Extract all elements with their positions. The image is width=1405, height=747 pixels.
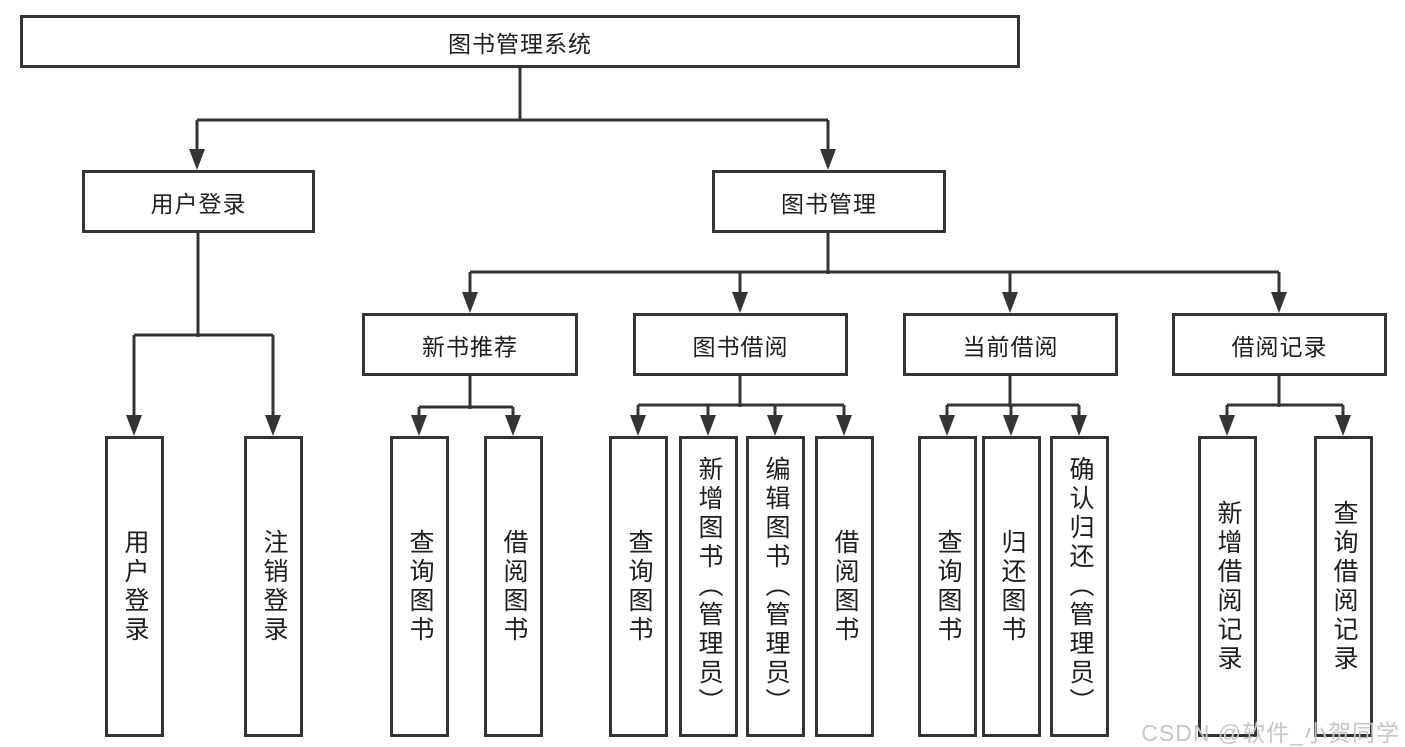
leaf-label: 查询借阅记录	[1330, 499, 1358, 674]
arrow-down-icon	[820, 149, 836, 170]
arrow-down-icon	[1335, 415, 1351, 436]
arrow-down-icon	[630, 415, 646, 436]
leaf-confirm-return-admin: 确认归还（管理员）	[1050, 436, 1109, 737]
connector-root-split	[189, 67, 836, 170]
node-label: 图书借阅	[692, 333, 789, 360]
leaf-query-books-1: 查询图书	[390, 436, 449, 737]
arrow-down-icon	[939, 415, 955, 436]
leaf-return-book: 归还图书	[982, 436, 1041, 737]
leaf-label: 编辑图书（管理员）	[762, 456, 790, 717]
node-borrow-records: 借阅记录	[1172, 313, 1387, 376]
leaf-add-borrow-record: 新增借阅记录	[1198, 436, 1257, 737]
leaf-add-book-admin: 新增图书（管理员）	[679, 436, 738, 737]
arrow-down-icon	[732, 292, 748, 313]
arrow-down-icon	[1271, 292, 1287, 313]
leaf-label: 查询图书	[625, 528, 653, 645]
connector-borrow-records-split	[1219, 375, 1351, 436]
leaf-label: 新增借阅记录	[1214, 499, 1242, 674]
leaf-label: 归还图书	[998, 528, 1026, 645]
node-label: 新书推荐	[422, 333, 518, 360]
leaf-borrow-books-1: 借阅图书	[484, 436, 543, 737]
leaf-label: 新增图书（管理员）	[695, 456, 723, 717]
leaf-borrow-books-2: 借阅图书	[815, 436, 874, 737]
arrow-down-icon	[1003, 415, 1019, 436]
arrow-down-icon	[1071, 415, 1087, 436]
connector-book-borrow-split	[630, 375, 852, 436]
arrow-down-icon	[767, 415, 783, 436]
arrow-down-icon	[836, 415, 852, 436]
leaf-user-login: 用户登录	[105, 436, 164, 737]
connector-new-book-split	[411, 375, 521, 436]
leaf-edit-book-admin: 编辑图书（管理员）	[746, 436, 805, 737]
leaf-label: 借阅图书	[831, 528, 859, 645]
node-label: 图书管理系统	[448, 30, 592, 57]
node-current-borrow: 当前借阅	[903, 313, 1118, 376]
node-new-book-recommend: 新书推荐	[362, 313, 578, 376]
leaf-query-borrow-record: 查询借阅记录	[1314, 436, 1373, 737]
leaf-label: 确认归还（管理员）	[1066, 456, 1094, 717]
arrow-down-icon	[126, 415, 142, 436]
leaf-label: 注销登录	[260, 528, 288, 645]
leaf-query-books-2: 查询图书	[609, 436, 668, 737]
connector-user-login-split	[126, 232, 281, 436]
leaf-logout: 注销登录	[244, 436, 303, 737]
arrow-down-icon	[265, 415, 281, 436]
leaf-query-books-3: 查询图书	[918, 436, 977, 737]
arrow-down-icon	[411, 415, 427, 436]
arrow-down-icon	[505, 415, 521, 436]
leaf-label: 借阅图书	[500, 528, 528, 645]
arrow-down-icon	[189, 149, 205, 170]
node-label: 图书管理	[781, 190, 877, 217]
connector-current-borrow-split	[939, 375, 1087, 436]
node-book-management: 图书管理	[712, 170, 946, 233]
leaf-label: 查询图书	[406, 528, 434, 645]
node-label: 当前借阅	[962, 333, 1059, 360]
node-label: 用户登录	[150, 190, 247, 217]
arrow-down-icon	[1219, 415, 1235, 436]
leaf-label: 查询图书	[934, 528, 962, 645]
leaf-label: 用户登录	[121, 528, 149, 645]
node-book-borrow: 图书借阅	[633, 313, 848, 376]
arrow-down-icon	[462, 292, 478, 313]
arrow-down-icon	[700, 415, 716, 436]
arrow-down-icon	[1002, 292, 1018, 313]
node-library-system: 图书管理系统	[20, 15, 1020, 68]
csdn-watermark: CSDN @软件_小贺同学	[1141, 720, 1400, 746]
node-label: 借阅记录	[1231, 333, 1328, 360]
connector-book-management-split	[462, 232, 1287, 313]
node-user-login: 用户登录	[82, 170, 315, 233]
